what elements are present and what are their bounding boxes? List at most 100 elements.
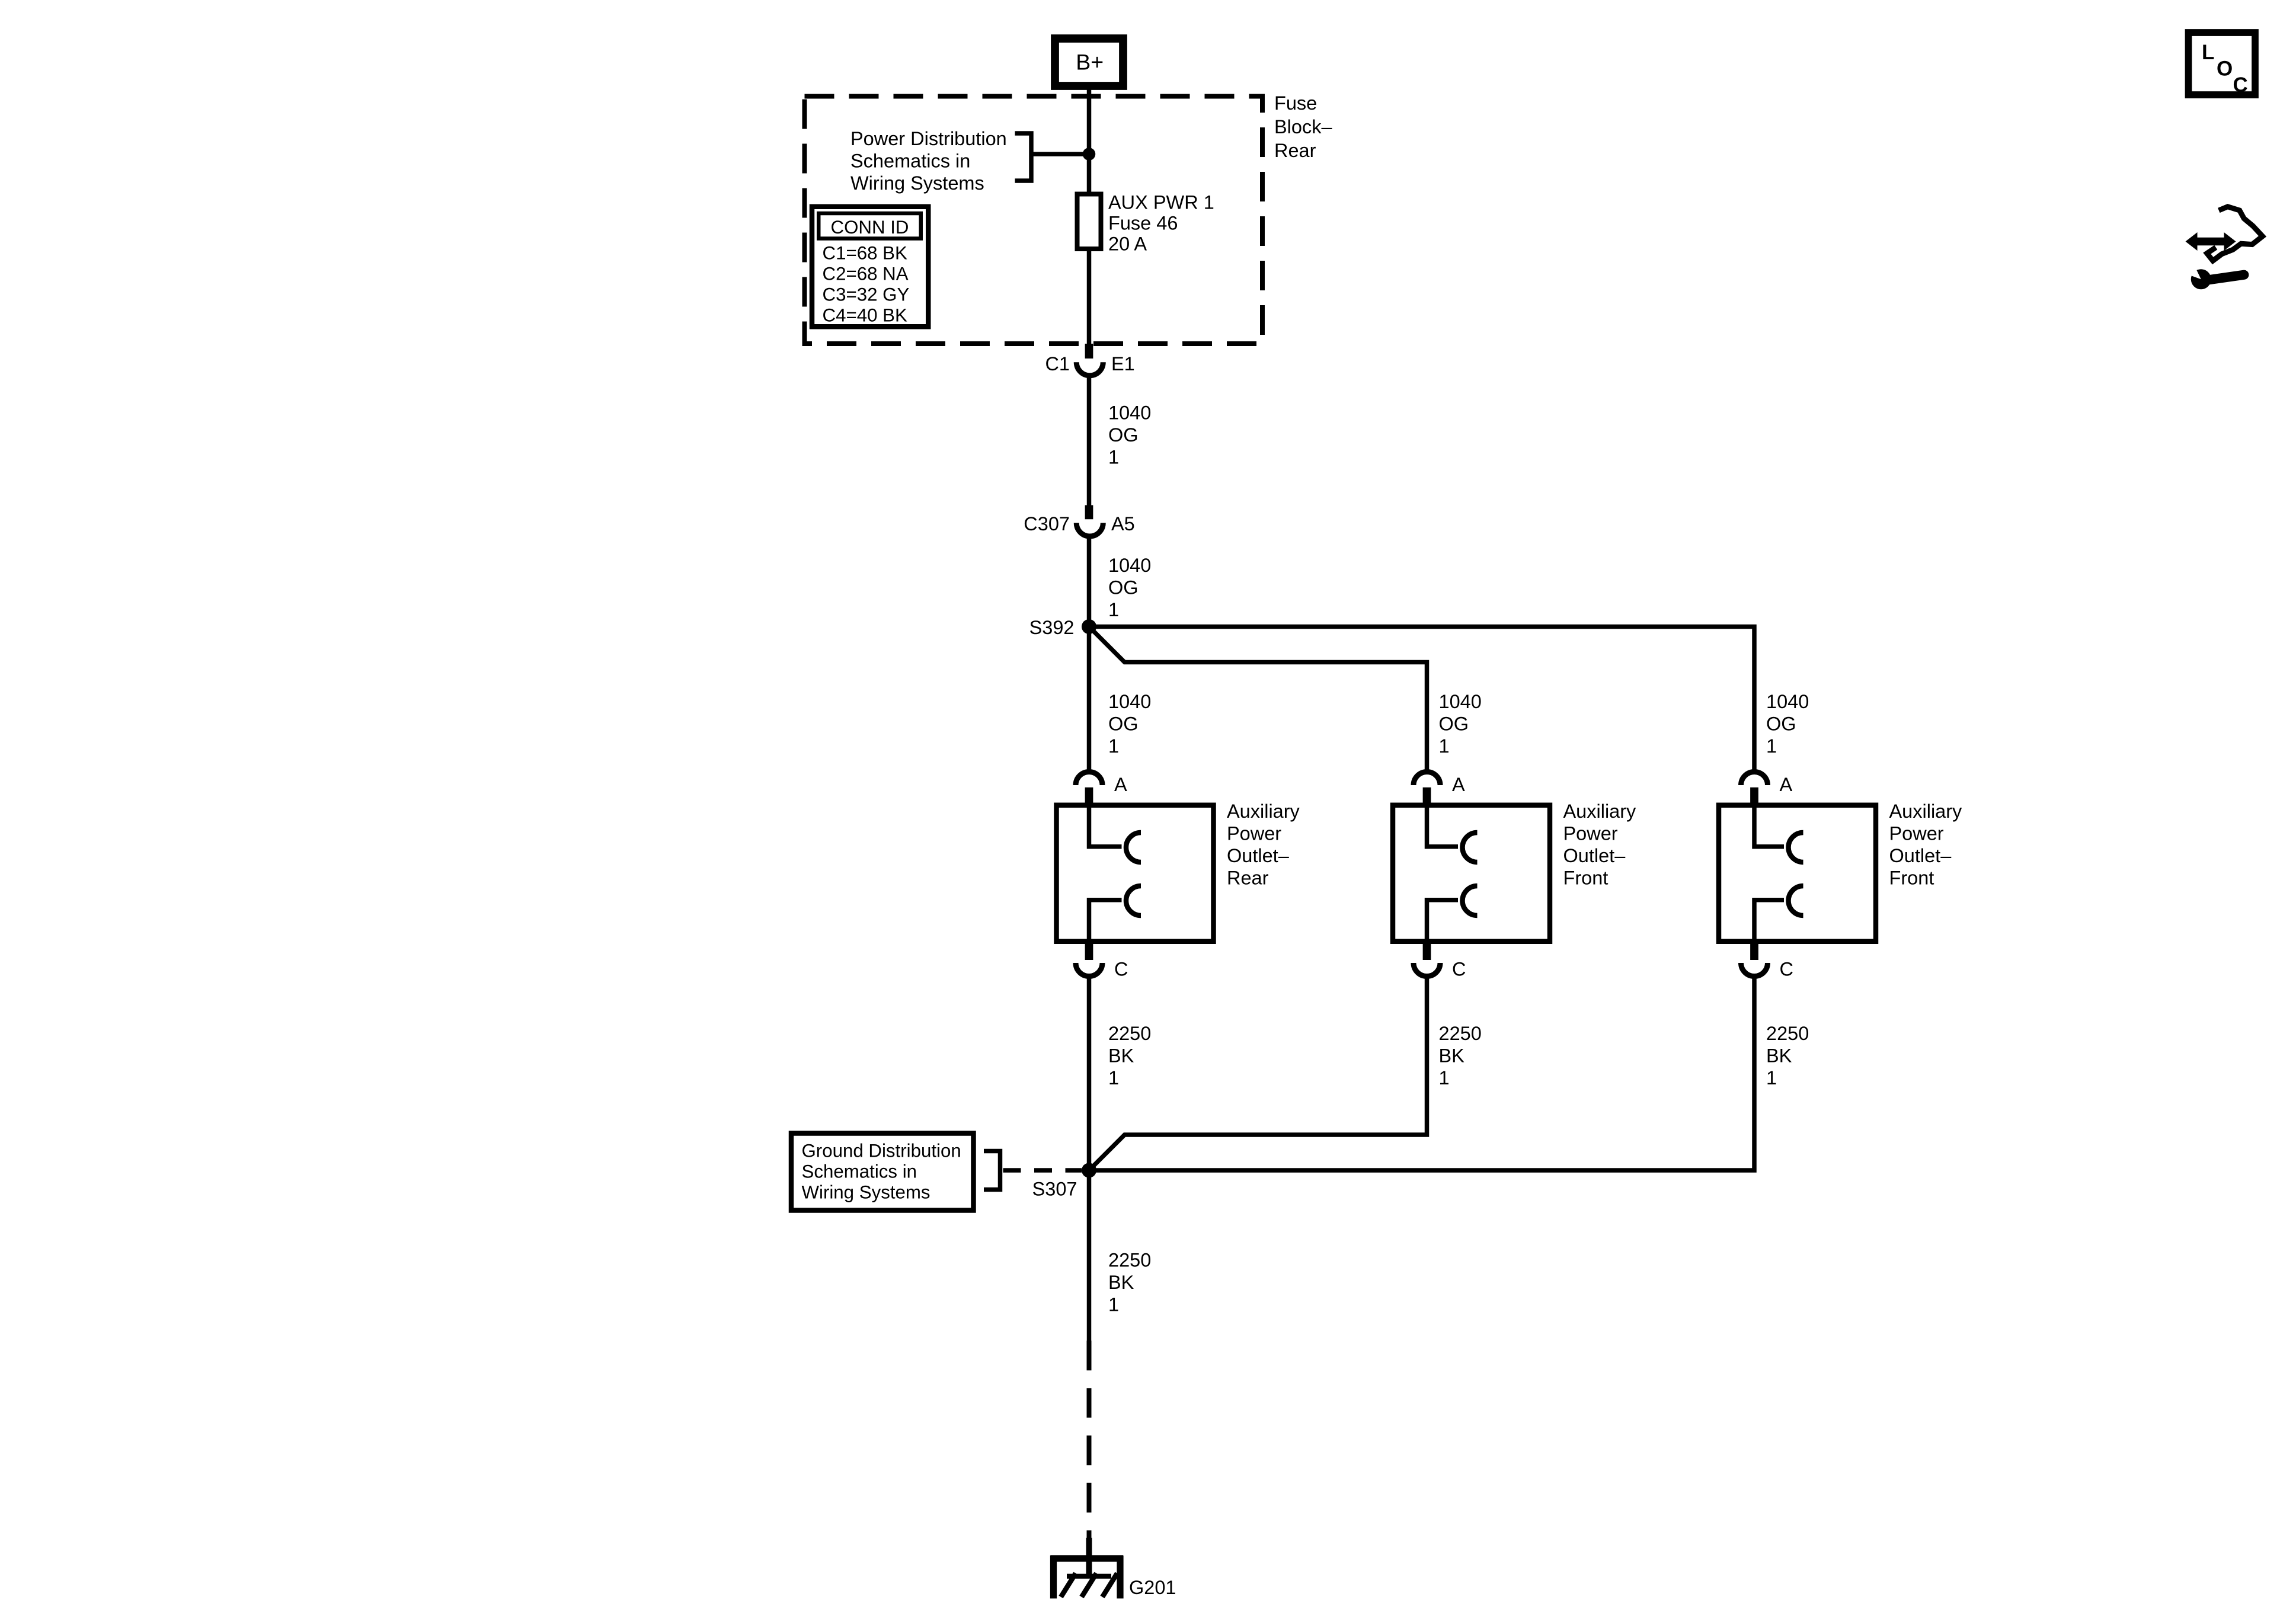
fuse-symbol — [1075, 191, 1104, 251]
power-note-line: Wiring Systems — [850, 172, 984, 194]
fuse-label-line: 20 A — [1108, 233, 1147, 255]
outlet-contact-bottom-wire — [1752, 897, 1784, 941]
wire-gauge: 1 — [1766, 735, 1777, 757]
wire-gauge: 1 — [1108, 1294, 1119, 1315]
fuse-aux-pwr-1: AUX PWR 1 Fuse 46 20 A — [1075, 191, 1214, 255]
terminal-c-label: C — [1780, 958, 1793, 980]
wire-circuit-number: 2250 — [1439, 1023, 1482, 1044]
outlet-contact-bottom-arc — [1123, 883, 1141, 918]
ground-note-bracket — [984, 1148, 1003, 1192]
battery-terminal-label: B+ — [1076, 50, 1104, 75]
fuse-block-dashed-outline — [802, 94, 1265, 346]
wire-circuit-number: 1040 — [1766, 691, 1809, 712]
fuse-block-rear: Fuse Block– Rear B+ Power Distribution S… — [802, 34, 1332, 346]
connector-name: C307 — [1024, 513, 1070, 534]
outlet-box — [1390, 802, 1553, 944]
splice-s307: S307 — [1032, 1163, 1096, 1200]
outlet-box — [1054, 802, 1216, 944]
ground-note-box — [788, 1131, 976, 1213]
outlet-contact-top-wire — [1752, 805, 1784, 849]
outlet-name-line: Front — [1889, 868, 1934, 889]
conn-id-table: CONN ID C1=68 BK C2=68 NA C3=32 GY C4=40… — [809, 204, 931, 329]
conn-id-header-box — [817, 211, 923, 241]
connector-c1-e1: C1 E1 — [1045, 343, 1135, 379]
wire-label-feed-mid: 1040 OG 1 — [1108, 555, 1151, 620]
splice-label: S307 — [1032, 1179, 1077, 1200]
wire-s392-to-outlet2 — [1087, 625, 1430, 772]
outlet-contact-top-arc — [1460, 830, 1478, 865]
wire-circuit-number: 1040 — [1108, 402, 1151, 423]
conn-id-row: C2=68 NA — [823, 264, 909, 284]
outlet-name-line: Auxiliary — [1889, 801, 1963, 822]
wire-color: OG — [1108, 713, 1139, 734]
wire-circuit-number: 1040 — [1108, 555, 1151, 576]
terminal-c-arc — [1411, 962, 1443, 979]
fuse-label-line: AUX PWR 1 — [1108, 192, 1214, 213]
wire-label-branch-1: 1040 OG 1 — [1108, 691, 1151, 757]
conn-id-row: C3=32 GY — [823, 284, 910, 305]
wire-label-branch-2: 1040 OG 1 — [1439, 691, 1482, 757]
outlet-contact-bottom-arc — [1460, 883, 1478, 918]
ground-return-wires: 2250 BK 1 2250 BK 1 2250 BK 1 S307 Groun… — [788, 976, 1809, 1538]
fuse-label-line: Fuse 46 — [1108, 213, 1178, 234]
double-arrow-icon — [2185, 232, 2236, 251]
outlet-name-line: Power — [1227, 823, 1281, 844]
terminal-c-label: C — [1114, 958, 1128, 980]
loc-badge-box — [2185, 29, 2259, 98]
loc-letter-c: C — [2233, 73, 2248, 97]
outlet-name-line: Outlet– — [1889, 845, 1952, 866]
wire-circuit-number: 2250 — [1108, 1023, 1151, 1044]
power-distribution-note: Power Distribution Schematics in Wiring … — [850, 128, 1096, 194]
wire-label-ground-main: 2250 BK 1 — [1108, 1250, 1151, 1315]
outlet-rear: A Auxiliary Power Outlet– Rear C — [1054, 769, 1300, 980]
terminal-a-label: A — [1452, 774, 1465, 795]
wire-outlet2-to-s307 — [1087, 976, 1430, 1172]
power-feed-wires: C1 E1 1040 OG 1 C307 A5 1040 OG 1 S392 — [1024, 85, 1809, 772]
wire-gauge: 1 — [1108, 1067, 1119, 1089]
fuse-block-name-line: Fuse — [1274, 92, 1317, 114]
ground-label: G201 — [1129, 1577, 1176, 1598]
wire-label-feed-top: 1040 OG 1 — [1108, 402, 1151, 468]
terminal-a-arc — [1738, 769, 1770, 786]
outlet-front-1: A Auxiliary Power Outlet– Front C — [1390, 769, 1636, 980]
connector-name: C1 — [1045, 353, 1070, 375]
conn-id-row: C1=68 BK — [823, 243, 907, 264]
conn-id-header: CONN ID — [831, 217, 909, 238]
outlet-front-2: A Auxiliary Power Outlet– Front C — [1716, 769, 1963, 980]
fuse-block-name-line: Rear — [1274, 140, 1316, 161]
splice-label: S392 — [1029, 617, 1075, 638]
outlet-name-line: Rear — [1227, 868, 1269, 889]
wire-label-ground-3: 2250 BK 1 — [1766, 1023, 1809, 1089]
wire-circuit-number: 2250 — [1766, 1023, 1809, 1044]
terminal-c-arc — [1738, 962, 1770, 979]
ground-note-line: Ground Distribution — [802, 1140, 961, 1161]
wire-gauge: 1 — [1439, 735, 1450, 757]
outlet-name-line: Outlet– — [1563, 845, 1626, 866]
wire-s392-to-outlet3 — [1089, 624, 1757, 772]
connector-socket-arc — [1073, 523, 1106, 539]
wire-color: BK — [1439, 1045, 1465, 1067]
terminal-a-label: A — [1114, 774, 1127, 795]
outlet-name-line: Power — [1563, 823, 1618, 844]
connector-c307-a5: C307 A5 — [1024, 505, 1135, 539]
ground-hatch — [1059, 1571, 1078, 1599]
outlet-contact-bottom-arc — [1786, 883, 1803, 918]
battery-positive-terminal: B+ — [1051, 34, 1127, 90]
outlet-contact-top-arc — [1123, 830, 1141, 865]
ground-hatch — [1079, 1571, 1099, 1599]
wire-color: OG — [1766, 713, 1796, 734]
wire-gauge: 1 — [1108, 599, 1119, 620]
power-note-line: Power Distribution — [850, 128, 1007, 149]
outline-arrow-icon — [2203, 203, 2267, 265]
outlet-name-line: Auxiliary — [1227, 801, 1300, 822]
wire-label-branch-3: 1040 OG 1 — [1766, 691, 1809, 757]
wire-color: BK — [1766, 1045, 1792, 1067]
splice-dot — [1082, 1163, 1096, 1178]
ground-hatch — [1100, 1571, 1120, 1599]
loc-letter-o: O — [2217, 57, 2233, 81]
wire-gauge: 1 — [1108, 735, 1119, 757]
wire-label-ground-1: 2250 BK 1 — [1108, 1023, 1151, 1089]
outlet-contact-bottom-wire — [1424, 897, 1459, 941]
wire-gauge: 1 — [1439, 1067, 1450, 1089]
